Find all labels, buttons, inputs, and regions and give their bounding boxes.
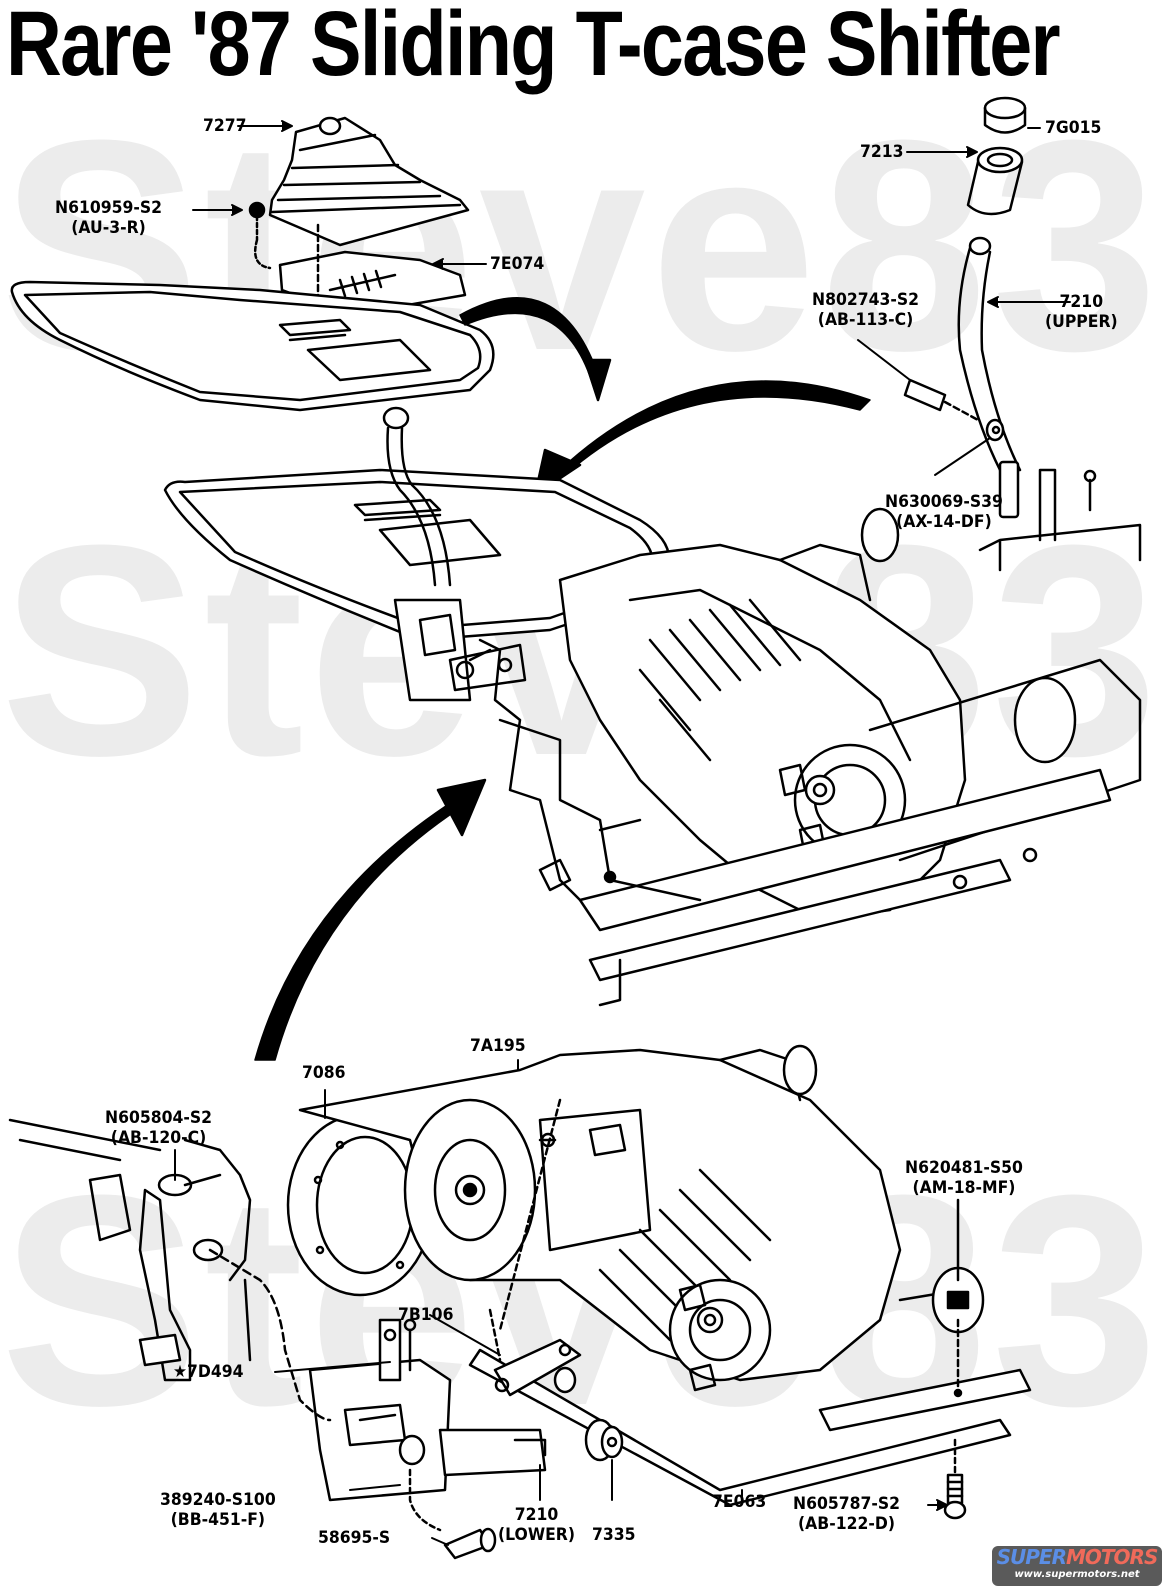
arrow-lower-to-vehicle-head: [436, 778, 487, 837]
callout-58695-s: 58695-S: [318, 1528, 391, 1548]
callout-n605804-s2: N605804-S2(AB-120-C): [105, 1108, 213, 1148]
callout-7335: 7335: [592, 1525, 636, 1545]
transfer-case-exploded: [298, 1044, 902, 1392]
leader-lines: [174, 120, 1071, 1546]
supermotors-logo: SUPERMOTORS www.supermotors.net: [992, 1546, 1162, 1586]
callout-7086: 7086: [302, 1063, 346, 1083]
transfer-case-installed: [558, 507, 967, 922]
transmission-rear-drawing: [8, 1118, 252, 1382]
callout-389240-s100: 389240-S100(BB-451-F): [160, 1490, 276, 1530]
bolt-lever-drawing: [903, 378, 980, 422]
callout-7277: 7277: [203, 116, 247, 136]
callout-7g015: 7G015: [1045, 118, 1102, 138]
boot-drawing: [268, 116, 470, 247]
callout-7213: 7213: [860, 142, 904, 162]
link-drawing: [488, 1098, 582, 1397]
callout-7b106: 7B106: [398, 1305, 454, 1325]
callout-7210-lower: 7210(LOWER): [498, 1505, 575, 1545]
arrow-lever-to-vehicle: [559, 380, 871, 476]
arrow-lower-to-vehicle: [254, 799, 461, 1061]
nut-link-drawing: [553, 1366, 577, 1394]
callout-7d494: ★7D494: [173, 1362, 244, 1382]
callout-7e074: 7E074: [490, 254, 545, 274]
knob-drawing: [966, 146, 1024, 216]
callout-n620481-s50: N620481-S50(AM-18-MF): [905, 1158, 1023, 1198]
logo-brand-part1: SUPER: [996, 1545, 1067, 1569]
bolt-boot-drawing: [248, 201, 272, 270]
lever-upper-drawing: [957, 236, 1097, 542]
logo-brand-part2: MOTORS: [1066, 1545, 1158, 1569]
nut-crossmember-drawing: [931, 1198, 985, 1392]
nut-lever-drawing: [985, 418, 1005, 442]
arrow-boot-to-vehicle-head: [583, 358, 612, 402]
lever-lower-drawing: [438, 1428, 547, 1477]
knob-insert-drawing: [983, 96, 1027, 134]
vehicle-tunnel-corner: [978, 523, 1142, 572]
bolt-crossmember-drawing: [943, 1438, 967, 1520]
bushing-drawing: [584, 1418, 624, 1462]
lever-installed: [382, 406, 452, 587]
bolt-pivot-drawing: [408, 1468, 497, 1560]
logo-url: www.supermotors.net: [1014, 1569, 1140, 1580]
shifter-bracket-installed: [393, 598, 527, 702]
callout-7a195: 7A195: [470, 1036, 526, 1056]
callout-n630069-s39: N630069-S39(AX-14-DF): [885, 492, 1003, 532]
bracket-dashed-path: [208, 1248, 332, 1422]
page-title: Rare '87 Sliding T-case Shifter: [6, 0, 1061, 95]
callout-n802743-s2: N802743-S2(AB-113-C): [812, 290, 920, 330]
floor-pan-upper: [10, 280, 495, 412]
callout-7210-upper: 7210(UPPER): [1045, 292, 1118, 332]
callout-7e063: 7E063: [712, 1492, 767, 1512]
vehicle-frame-installed: [468, 638, 702, 902]
callout-n605787-s2: N605787-S2(AB-122-D): [793, 1494, 901, 1534]
crossmember-installed: [578, 658, 1142, 1007]
callout-n610959-s2: N610959-S2(AU-3-R): [55, 198, 163, 238]
bracket-lower-drawing: [308, 1318, 452, 1502]
